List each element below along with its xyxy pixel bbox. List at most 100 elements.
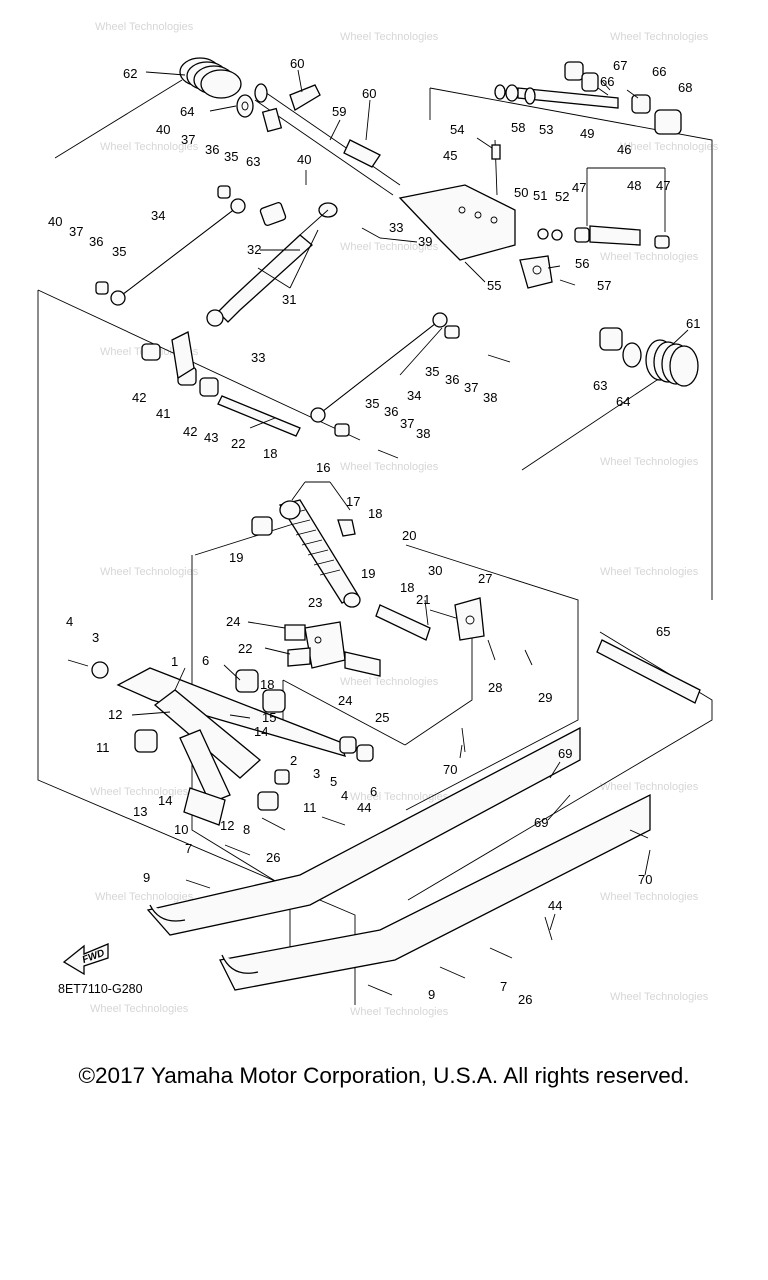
- callout: 11: [96, 740, 110, 755]
- torsion-spring-left: [54, 57, 242, 159]
- callout: 2: [290, 753, 297, 768]
- callout: 14: [254, 724, 268, 739]
- callout: 35: [365, 396, 379, 411]
- callout: 30: [428, 563, 442, 578]
- svg-text:Wheel Technologies: Wheel Technologies: [340, 31, 439, 43]
- svg-text:Wheel Technologies: Wheel Technologies: [600, 891, 699, 903]
- callout: 18: [368, 506, 382, 521]
- callout: 25: [375, 710, 389, 725]
- callout: 18: [263, 446, 277, 461]
- callout: 12: [220, 818, 234, 833]
- callout: 59: [332, 104, 346, 119]
- svg-text:Wheel Technologies: Wheel Technologies: [90, 1003, 189, 1015]
- callout: 14: [158, 793, 172, 808]
- callout: 11: [303, 800, 317, 815]
- callout: 68: [678, 80, 692, 95]
- svg-text:Wheel Technologies: Wheel Technologies: [340, 676, 439, 688]
- callout: 39: [418, 234, 432, 249]
- callout: 37: [400, 416, 414, 431]
- callout: 1: [171, 654, 178, 669]
- callout: 65: [656, 624, 670, 639]
- callout: 69: [534, 815, 548, 830]
- callout: 36: [384, 404, 398, 419]
- bracket-45: [398, 139, 516, 261]
- callout: 48: [627, 178, 641, 193]
- shaft-49: [494, 61, 682, 135]
- svg-text:Wheel Technologies: Wheel Technologies: [95, 891, 194, 903]
- shaft-59: [254, 83, 401, 196]
- callout-labels: 62 60 60 67 66 66 68 64 59 58 53 49 40 3…: [48, 56, 700, 1007]
- slide-rail-right: [219, 793, 651, 991]
- link-rod-34-upper: [95, 185, 246, 306]
- callout: 28: [488, 680, 502, 695]
- callout: 57: [597, 278, 611, 293]
- callout: 7: [185, 841, 192, 856]
- callout: 41: [156, 406, 170, 421]
- svg-text:Wheel Technologies: Wheel Technologies: [340, 461, 439, 473]
- callout: 46: [617, 142, 631, 157]
- front-arm-1: [91, 661, 374, 826]
- copyright-notice: ©2017 Yamaha Motor Corporation, U.S.A. A…: [78, 1063, 690, 1088]
- callout: 69: [558, 746, 572, 761]
- callout: 16: [316, 460, 330, 475]
- svg-text:Wheel Technologies: Wheel Technologies: [600, 566, 699, 578]
- callout: 36: [205, 142, 219, 157]
- callout: 60: [362, 86, 376, 101]
- callout: 64: [616, 394, 630, 409]
- leader-lines: [131, 69, 689, 931]
- callout: 34: [407, 388, 421, 403]
- svg-text:Wheel Technologies: Wheel Technologies: [620, 141, 719, 153]
- callout: 4: [341, 788, 348, 803]
- callout: 61: [686, 316, 700, 331]
- callout: 21: [416, 592, 430, 607]
- callout: 36: [89, 234, 103, 249]
- callout: 9: [143, 870, 150, 885]
- callout: 64: [180, 104, 194, 119]
- svg-text:Wheel Technologies: Wheel Technologies: [100, 566, 199, 578]
- shaft-65: [596, 639, 701, 704]
- callout: 58: [511, 120, 525, 135]
- callout: 26: [518, 992, 532, 1007]
- slide-rail-left: [146, 726, 581, 936]
- callout: 13: [133, 804, 147, 819]
- callout: 4: [66, 614, 73, 629]
- callout: 66: [600, 74, 614, 89]
- callout: 47: [572, 180, 586, 195]
- callout: 23: [308, 595, 322, 610]
- diagram-code: 8ET7110-G280: [58, 982, 143, 996]
- callout: 17: [346, 494, 360, 509]
- callout: 19: [361, 566, 375, 581]
- callout: 8: [243, 822, 250, 837]
- callout: 12: [108, 707, 122, 722]
- callout: 55: [487, 278, 501, 293]
- torsion-spring-right: [521, 327, 699, 471]
- callout: 44: [357, 800, 371, 815]
- callout: 27: [478, 571, 492, 586]
- svg-text:Wheel Technologies: Wheel Technologies: [600, 251, 699, 263]
- callout: 37: [181, 132, 195, 147]
- callout: 37: [464, 380, 478, 395]
- bolts: [67, 227, 649, 996]
- cap-60: [289, 84, 381, 168]
- callout: 19: [229, 550, 243, 565]
- washer-64: [236, 94, 254, 118]
- exploded-parts-diagram: Wheel Technologies Wheel Technologies Wh…: [37, 21, 719, 1018]
- svg-text:Wheel Technologies: Wheel Technologies: [100, 141, 199, 153]
- callout: 37: [69, 224, 83, 239]
- callout: 18: [400, 580, 414, 595]
- shaft-43: [141, 331, 301, 437]
- callout: 35: [425, 364, 439, 379]
- callout: 29: [538, 690, 552, 705]
- callout: 38: [483, 390, 497, 405]
- callout: 10: [174, 822, 188, 837]
- watermark-layer: Wheel Technologies Wheel Technologies Wh…: [90, 21, 719, 1018]
- callout: 54: [450, 122, 464, 137]
- svg-text:Wheel Technologies: Wheel Technologies: [600, 456, 699, 468]
- callout: 24: [338, 693, 352, 708]
- callout: 42: [132, 390, 146, 405]
- callout: 35: [224, 149, 238, 164]
- callout: 49: [580, 126, 594, 141]
- callout: 33: [251, 350, 265, 365]
- callout: 6: [202, 653, 209, 668]
- callout: 35: [112, 244, 126, 259]
